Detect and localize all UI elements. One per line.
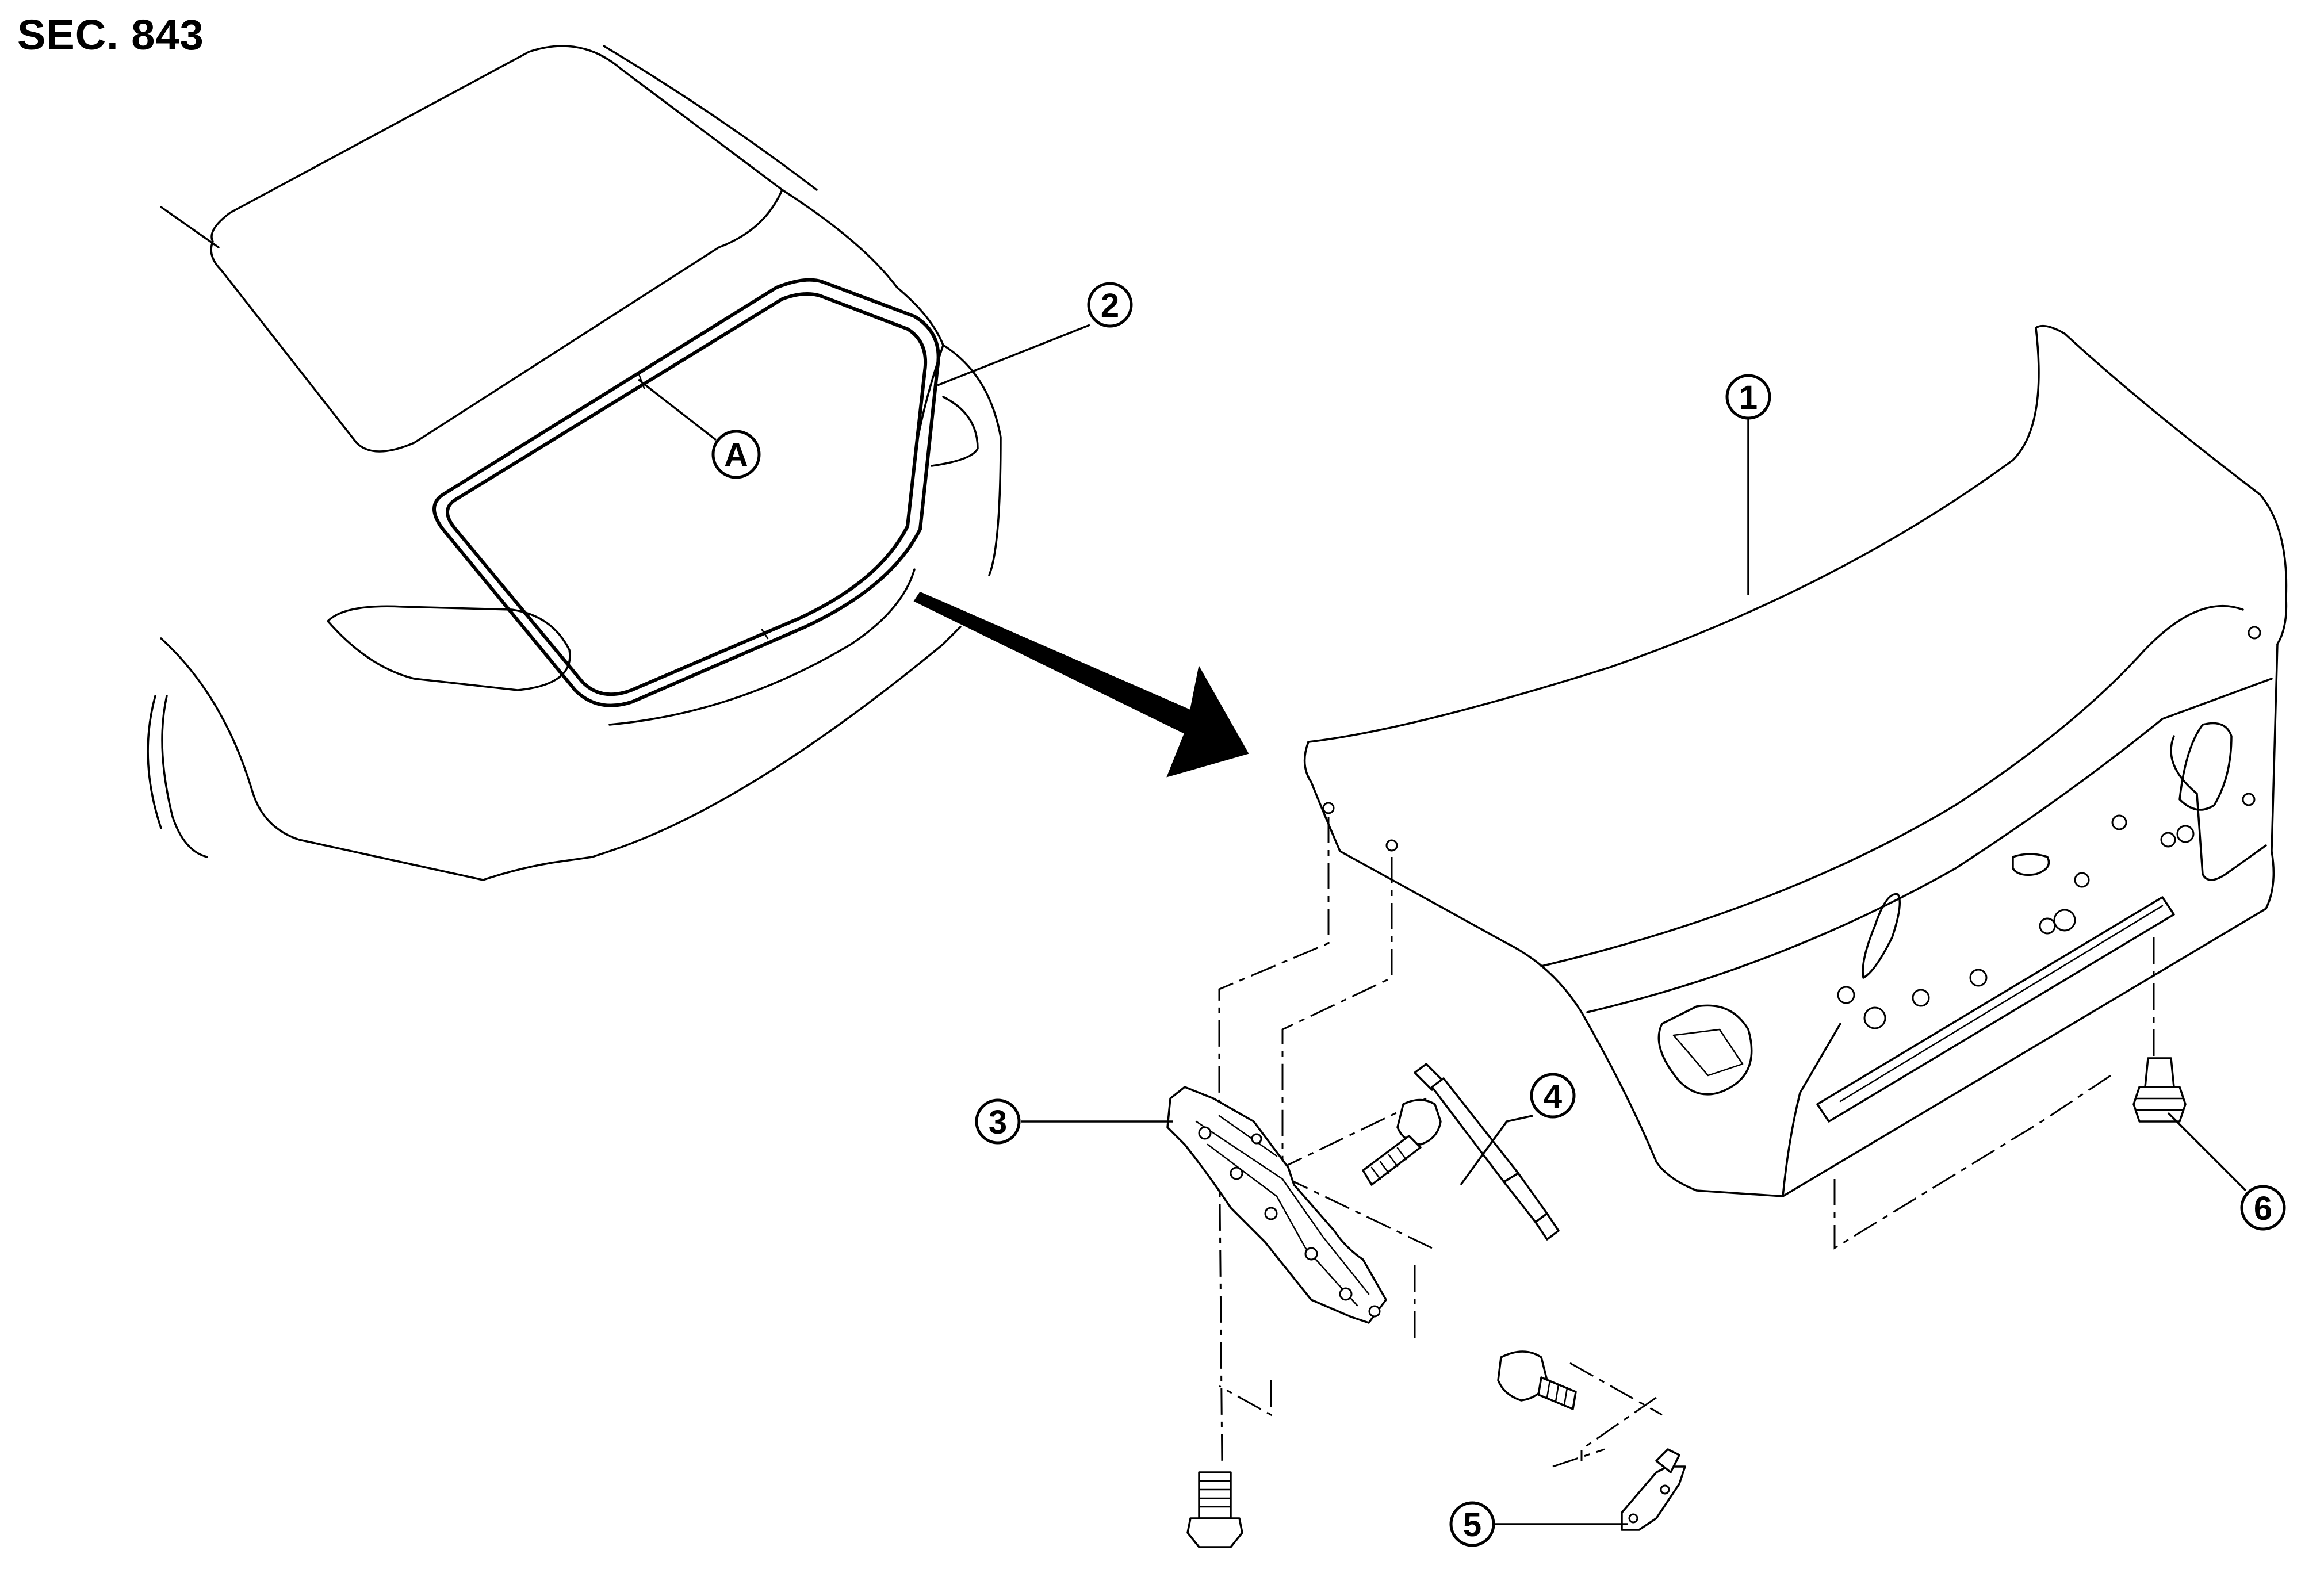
callout-2: 2 — [1087, 282, 1133, 328]
trunk-lid-hinge — [1166, 1086, 1387, 1324]
trunk-weatherstrip — [432, 278, 940, 707]
vehicle-rear-outline — [147, 45, 1002, 881]
leader-lines — [637, 324, 2247, 1525]
trunk-lid-assembly — [1303, 324, 2288, 1197]
hinge-bolt — [1362, 1098, 1442, 1186]
direction-arrow — [913, 591, 1249, 778]
trunk-lid-striker — [1621, 1448, 1686, 1531]
callout-6: 6 — [2240, 1185, 2286, 1231]
callout-1-label: 1 — [1739, 379, 1758, 416]
striker-bolt — [1497, 1350, 1577, 1410]
callout-A-label: A — [724, 437, 748, 474]
callout-5: 5 — [1449, 1501, 1495, 1547]
section-label: SEC. 843 — [17, 11, 204, 59]
trunk-lid-stay — [1414, 1063, 1560, 1241]
callout-3-label: 3 — [989, 1104, 1007, 1141]
callout-3: 3 — [975, 1098, 1021, 1145]
callout-A: A — [711, 430, 761, 479]
callout-5-label: 5 — [1463, 1506, 1481, 1544]
callout-1: 1 — [1725, 374, 1771, 420]
callout-4: 4 — [1530, 1073, 1576, 1119]
callout-6-label: 6 — [2254, 1190, 2272, 1227]
hinge-mounting-bolt — [1186, 1471, 1243, 1548]
callout-2-label: 2 — [1101, 287, 1119, 324]
callout-4-label: 4 — [1544, 1078, 1562, 1115]
alignment-lines — [1218, 817, 2155, 1468]
trunk-lid-bumper-rubber — [2132, 1057, 2187, 1123]
